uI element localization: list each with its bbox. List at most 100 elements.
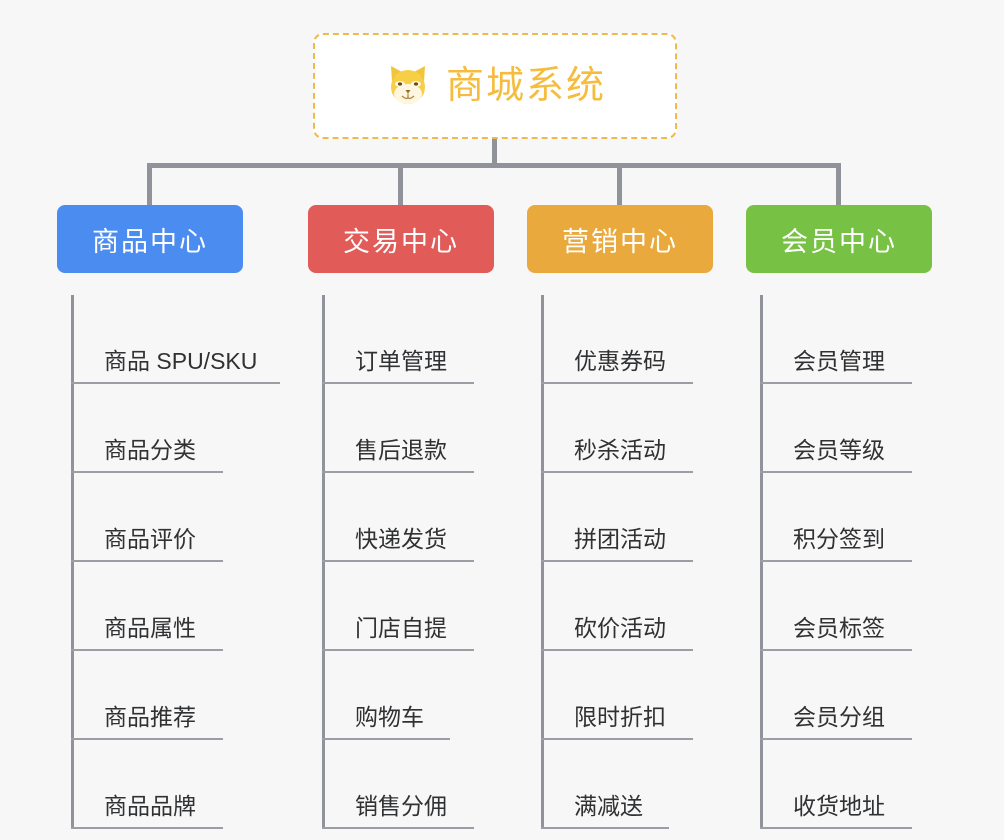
list-item[interactable]: 限时折扣 xyxy=(527,651,713,740)
column-header-label: 商品中心 xyxy=(92,226,208,257)
list-item[interactable]: 门店自提 xyxy=(308,562,494,651)
list-item-rule xyxy=(541,471,693,473)
connector-drop-member-center xyxy=(836,163,841,205)
list-item[interactable]: 满减送 xyxy=(527,740,713,829)
list-item[interactable]: 购物车 xyxy=(308,651,494,740)
list-item[interactable]: 售后退款 xyxy=(308,384,494,473)
list-item[interactable]: 砍价活动 xyxy=(527,562,713,651)
list-item-label: 积分签到 xyxy=(793,526,885,552)
list-item-label: 优惠券码 xyxy=(574,348,666,374)
column-header-label: 交易中心 xyxy=(343,226,459,257)
list-item-label: 拼团活动 xyxy=(574,526,666,552)
column-items-trade-center: 订单管理售后退款快递发货门店自提购物车销售分佣 xyxy=(308,295,494,829)
list-item-rule xyxy=(322,560,474,562)
list-item-label: 商品 SPU/SKU xyxy=(104,348,258,374)
list-item-label: 购物车 xyxy=(355,704,424,730)
column-header-marketing-center[interactable]: 营销中心 xyxy=(527,205,713,273)
list-item[interactable]: 快递发货 xyxy=(308,473,494,562)
list-item[interactable]: 积分签到 xyxy=(746,473,932,562)
list-item[interactable]: 优惠券码 xyxy=(527,295,713,384)
column-marketing-center: 营销中心优惠券码秒杀活动拼团活动砍价活动限时折扣满减送 xyxy=(527,205,713,829)
list-item-label: 售后退款 xyxy=(355,437,447,463)
list-item[interactable]: 会员标签 xyxy=(746,562,932,651)
list-item-rule xyxy=(541,560,693,562)
list-item-rule xyxy=(541,827,669,829)
list-item-label: 快递发货 xyxy=(355,526,447,552)
connector-drop-marketing-center xyxy=(617,163,622,205)
column-items-product-center: 商品 SPU/SKU 商品分类商品评价商品属性商品推荐商品品牌 xyxy=(57,295,280,829)
list-item[interactable]: 订单管理 xyxy=(308,295,494,384)
column-spine xyxy=(71,295,74,829)
list-item-rule xyxy=(71,471,223,473)
list-item[interactable]: 会员等级 xyxy=(746,384,932,473)
list-item[interactable]: 商品推荐 xyxy=(57,651,243,740)
list-item-rule xyxy=(541,738,693,740)
column-header-label: 营销中心 xyxy=(562,226,678,257)
list-item-rule xyxy=(71,382,280,384)
list-item[interactable]: 商品评价 xyxy=(57,473,243,562)
column-trade-center: 交易中心订单管理售后退款快递发货门店自提购物车销售分佣 xyxy=(308,205,494,829)
list-item-label: 商品属性 xyxy=(104,615,196,641)
column-header-member-center[interactable]: 会员中心 xyxy=(746,205,932,273)
root-node-card: 商城系统 xyxy=(313,33,677,139)
list-item-rule xyxy=(322,649,474,651)
list-item-rule xyxy=(760,560,912,562)
list-item-label: 商品评价 xyxy=(104,526,196,552)
list-item-label: 门店自提 xyxy=(355,615,447,641)
list-item-label: 砍价活动 xyxy=(574,615,666,641)
list-item-rule xyxy=(322,827,474,829)
list-item[interactable]: 商品属性 xyxy=(57,562,243,651)
column-items-marketing-center: 优惠券码秒杀活动拼团活动砍价活动限时折扣满减送 xyxy=(527,295,713,829)
list-item-rule xyxy=(322,382,474,384)
list-item-rule xyxy=(760,649,912,651)
list-item[interactable]: 商品分类 xyxy=(57,384,243,473)
list-item-label: 会员标签 xyxy=(793,615,885,641)
page-title: 商城系统 xyxy=(445,65,606,107)
shiba-dog-icon xyxy=(384,62,432,110)
list-item-label: 商品推荐 xyxy=(104,704,196,730)
column-header-label: 会员中心 xyxy=(781,226,897,257)
column-member-center: 会员中心会员管理会员等级积分签到会员标签会员分组收货地址 xyxy=(746,205,932,829)
list-item-label: 满减送 xyxy=(574,793,643,819)
list-item-label: 商品分类 xyxy=(104,437,196,463)
list-item[interactable]: 收货地址 xyxy=(746,740,932,829)
list-item[interactable]: 销售分佣 xyxy=(308,740,494,829)
list-item[interactable]: 商品品牌 xyxy=(57,740,243,829)
list-item-rule xyxy=(760,382,912,384)
column-items-member-center: 会员管理会员等级积分签到会员标签会员分组收货地址 xyxy=(746,295,932,829)
connector-stem xyxy=(492,139,497,166)
connector-bus xyxy=(149,163,839,168)
list-item-rule xyxy=(541,382,693,384)
connector-drop-product-center xyxy=(147,163,152,205)
list-item-label: 秒杀活动 xyxy=(574,437,666,463)
list-item-label: 会员分组 xyxy=(793,704,885,730)
list-item[interactable]: 会员管理 xyxy=(746,295,932,384)
list-item-rule xyxy=(71,560,223,562)
list-item-rule xyxy=(322,738,450,740)
column-spine xyxy=(322,295,325,829)
list-item-rule xyxy=(760,471,912,473)
list-item-rule xyxy=(71,827,223,829)
list-item-label: 限时折扣 xyxy=(574,704,666,730)
list-item-label: 订单管理 xyxy=(355,348,447,374)
list-item-label: 销售分佣 xyxy=(355,793,447,819)
column-product-center: 商品中心商品 SPU/SKU 商品分类商品评价商品属性商品推荐商品品牌 xyxy=(57,205,280,829)
list-item-label: 会员等级 xyxy=(793,437,885,463)
list-item-label: 收货地址 xyxy=(793,793,885,819)
list-item-rule xyxy=(322,471,474,473)
connector-drop-trade-center xyxy=(398,163,403,205)
list-item[interactable]: 商品 SPU/SKU xyxy=(57,295,280,384)
column-spine xyxy=(541,295,544,829)
list-item-label: 商品品牌 xyxy=(104,793,196,819)
column-header-trade-center[interactable]: 交易中心 xyxy=(308,205,494,273)
list-item[interactable]: 会员分组 xyxy=(746,651,932,740)
list-item[interactable]: 拼团活动 xyxy=(527,473,713,562)
list-item-rule xyxy=(71,738,223,740)
list-item-label: 会员管理 xyxy=(793,348,885,374)
list-item-rule xyxy=(760,827,912,829)
list-item[interactable]: 秒杀活动 xyxy=(527,384,713,473)
list-item-rule xyxy=(760,738,912,740)
column-spine xyxy=(760,295,763,829)
column-header-product-center[interactable]: 商品中心 xyxy=(57,205,243,273)
list-item-rule xyxy=(71,649,223,651)
